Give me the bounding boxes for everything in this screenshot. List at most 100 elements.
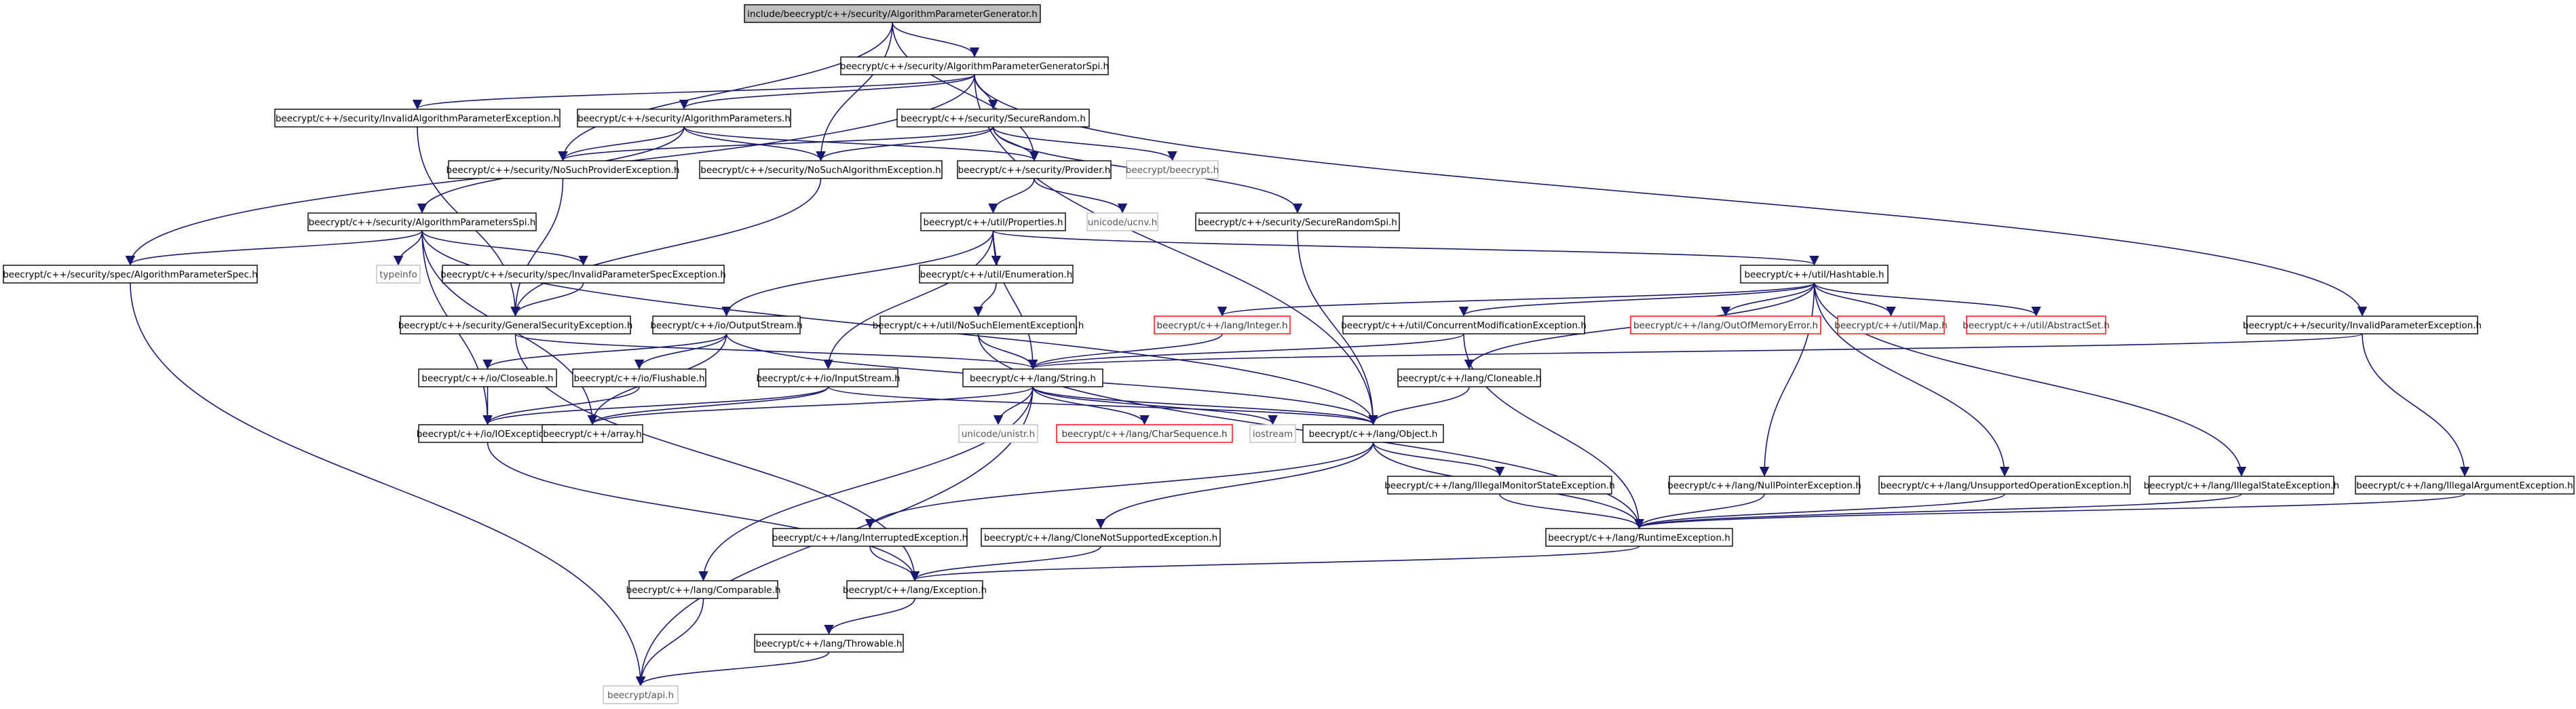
node-label: beecrypt/c++/security/GeneralSecurityExc… — [398, 320, 633, 331]
node-cme[interactable]: beecrypt/c++/util/ConcurrentModification… — [1341, 315, 1587, 334]
node-map[interactable]: beecrypt/c++/util/Map.h — [1834, 315, 1948, 334]
node-ht[interactable]: beecrypt/c++/util/Hashtable.h — [1740, 265, 1889, 284]
edge-rte-to-exc — [910, 545, 1640, 581]
node-box — [448, 160, 678, 179]
edge-str-to-arr — [588, 386, 1034, 425]
node-apgspi[interactable]: beecrypt/c++/security/AlgorithmParameter… — [840, 56, 1109, 75]
node-box — [2246, 315, 2478, 334]
node-srspi[interactable]: beecrypt/c++/security/SecureRandomSpi.h — [1195, 212, 1400, 231]
node-box — [442, 265, 725, 284]
node-enum[interactable]: beecrypt/c++/util/Enumeration.h — [919, 265, 1074, 284]
node-ucnv: unicode/ucnv.h — [1086, 212, 1158, 231]
node-box — [958, 424, 1038, 443]
node-arr[interactable]: beecrypt/c++/array.h — [542, 424, 643, 443]
node-ap[interactable]: beecrypt/c++/security/AlgorithmParameter… — [577, 109, 791, 128]
node-flush[interactable]: beecrypt/c++/io/Flushable.h — [572, 368, 706, 387]
node-obj[interactable]: beecrypt/c++/lang/Object.h — [1302, 424, 1444, 443]
edge-imse-to-rte — [1499, 493, 1644, 529]
node-box — [542, 424, 643, 443]
node-iostream: iostream — [1249, 424, 1296, 443]
node-label: beecrypt/c++/security/SecureRandomSpi.h — [1198, 217, 1397, 228]
node-box — [1342, 315, 1585, 334]
node-label: beecrypt/c++/lang/OutOfMemoryError.h — [1633, 320, 1818, 331]
node-label: beecrypt/c++/security/spec/InvalidParame… — [440, 269, 726, 280]
node-npe[interactable]: beecrypt/c++/lang/NullPointerException.h — [1667, 476, 1861, 495]
edge-props-to-str — [992, 230, 1038, 370]
node-sr[interactable]: beecrypt/c++/security/SecureRandom.h — [896, 109, 1090, 128]
node-props[interactable]: beecrypt/c++/util/Properties.h — [920, 212, 1066, 231]
node-box — [1397, 368, 1541, 387]
node-os[interactable]: beecrypt/c++/io/OutputStream.h — [650, 315, 803, 334]
node-label: beecrypt/c++/lang/InterruptedException.h — [772, 533, 968, 543]
edge-exc-to-thr — [824, 598, 915, 635]
node-label: iostream — [1253, 429, 1293, 440]
node-int[interactable]: beecrypt/c++/lang/Integer.h — [1154, 315, 1291, 334]
node-label: beecrypt/c++/util/Map.h — [1834, 320, 1947, 331]
edge-ht-to-map — [1813, 282, 1896, 317]
node-box — [1056, 424, 1233, 443]
edge-apgspi-to-obj — [974, 74, 1378, 425]
node-iae[interactable]: beecrypt/c++/lang/IllegalArgumentExcepti… — [2355, 476, 2575, 495]
node-label: beecrypt/c++/lang/Integer.h — [1156, 320, 1287, 331]
node-label: beecrypt/c++/lang/Exception.h — [843, 585, 987, 596]
edge-apgspi-to-ap — [679, 74, 975, 110]
node-cs[interactable]: beecrypt/c++/lang/CharSequence.h — [1056, 424, 1233, 443]
node-aset[interactable]: beecrypt/c++/util/AbstractSet.h — [1963, 315, 2110, 334]
node-box — [3, 265, 258, 284]
edge-apgspi-to-ipe — [974, 74, 2368, 317]
node-box — [274, 109, 561, 128]
node-box — [981, 528, 1221, 547]
node-ie[interactable]: beecrypt/c++/lang/InterruptedException.h — [772, 528, 968, 547]
edge-apgspi-to-iape — [413, 74, 975, 110]
node-prov[interactable]: beecrypt/c++/security/Provider.h — [957, 160, 1112, 179]
node-label: beecrypt/c++/lang/Object.h — [1309, 429, 1438, 440]
edge-flush-to-ioe — [482, 386, 640, 425]
node-str[interactable]: beecrypt/c++/lang/String.h — [962, 368, 1103, 387]
node-root[interactable]: include/beecrypt/c++/security/AlgorithmP… — [744, 4, 1041, 23]
node-label: beecrypt/c++/lang/IllegalMonitorStateExc… — [1384, 480, 1615, 491]
node-label: beecrypt/c++/lang/Comparable.h — [626, 585, 781, 596]
edge-nsae-to-gse — [510, 178, 822, 317]
node-label: beecrypt/c++/security/AlgorithmParameter… — [840, 61, 1109, 72]
edge-os-to-clos — [482, 333, 727, 370]
edge-root-to-prov — [892, 22, 1040, 161]
edge-obj-to-cnse — [1095, 442, 1374, 529]
node-ise[interactable]: beecrypt/c++/lang/IllegalStateException.… — [2144, 476, 2339, 495]
node-nsee[interactable]: beecrypt/c++/util/NoSuchElementException… — [873, 315, 1084, 334]
node-label: beecrypt/c++/lang/RuntimeException.h — [1548, 533, 1730, 543]
node-label: beecrypt/c++/lang/IllegalStateException.… — [2144, 480, 2339, 491]
node-oome[interactable]: beecrypt/c++/lang/OutOfMemoryError.h — [1630, 315, 1821, 334]
node-box — [1086, 212, 1158, 231]
node-ipse[interactable]: beecrypt/c++/security/spec/InvalidParame… — [440, 265, 726, 284]
node-box — [1837, 315, 1945, 334]
node-nsae[interactable]: beecrypt/c++/security/NoSuchAlgorithmExc… — [699, 160, 943, 179]
node-ipe[interactable]: beecrypt/c++/security/InvalidParameterEx… — [2243, 315, 2482, 334]
node-clon[interactable]: beecrypt/c++/lang/Cloneable.h — [1397, 368, 1542, 387]
node-exc[interactable]: beecrypt/c++/lang/Exception.h — [843, 580, 987, 599]
node-label: unicode/unistr.h — [962, 429, 1035, 440]
node-imse[interactable]: beecrypt/c++/lang/IllegalMonitorStateExc… — [1384, 476, 1615, 495]
node-gse[interactable]: beecrypt/c++/security/GeneralSecurityExc… — [398, 315, 633, 334]
node-apspi[interactable]: beecrypt/c++/security/AlgorithmParameter… — [307, 212, 537, 231]
node-label: beecrypt/c++/security/InvalidParameterEx… — [2243, 320, 2482, 331]
node-box — [744, 4, 1041, 23]
node-iape[interactable]: beecrypt/c++/security/InvalidAlgorithmPa… — [274, 109, 561, 128]
node-thr[interactable]: beecrypt/c++/lang/Throwable.h — [754, 634, 904, 653]
node-rte[interactable]: beecrypt/c++/lang/RuntimeException.h — [1545, 528, 1733, 547]
node-ioe[interactable]: beecrypt/c++/io/IOException.h — [417, 424, 559, 443]
node-uoe[interactable]: beecrypt/c++/lang/UnsupportedOperationEx… — [1878, 476, 2131, 495]
node-is[interactable]: beecrypt/c++/io/InputStream.h — [756, 368, 901, 387]
node-box — [1249, 424, 1296, 443]
node-nspe[interactable]: beecrypt/c++/security/NoSuchProviderExce… — [447, 160, 680, 179]
node-cmp[interactable]: beecrypt/c++/lang/Comparable.h — [626, 580, 781, 599]
node-label: beecrypt/c++/lang/UnsupportedOperationEx… — [1880, 480, 2129, 491]
node-clos[interactable]: beecrypt/c++/io/Closeable.h — [418, 368, 557, 387]
node-unistr: unicode/unistr.h — [958, 424, 1038, 443]
node-box — [758, 368, 898, 387]
node-aps[interactable]: beecrypt/c++/security/spec/AlgorithmPara… — [3, 265, 258, 284]
node-box — [577, 109, 791, 128]
node-label: beecrypt/c++/io/Flushable.h — [573, 373, 704, 384]
node-box — [846, 580, 983, 599]
node-cnse[interactable]: beecrypt/c++/lang/CloneNotSupportedExcep… — [981, 528, 1221, 547]
edge-aps-to-api — [130, 282, 646, 687]
